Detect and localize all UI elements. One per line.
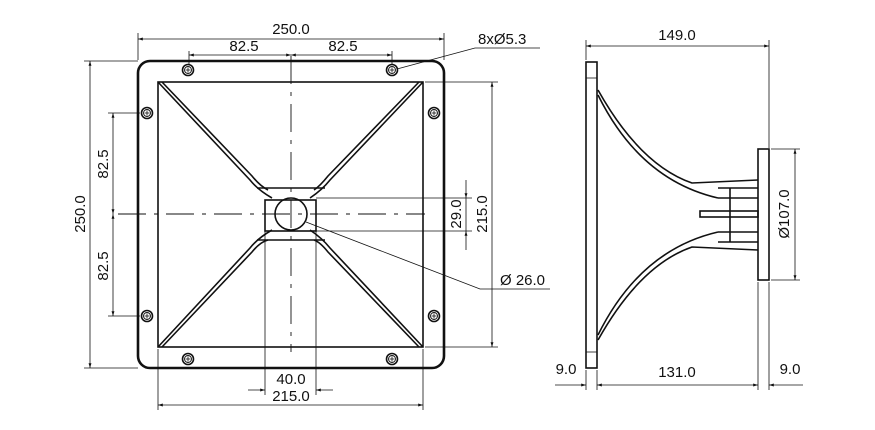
mounting-holes xyxy=(140,63,441,366)
mounting-hole-icon xyxy=(140,309,154,323)
throat-square xyxy=(264,199,317,232)
dim-rear-plate-thickness: 9.0 xyxy=(780,361,801,378)
hole-callout: 8xØ5.3 xyxy=(478,31,526,48)
dim-overall-depth: 149.0 xyxy=(658,27,696,44)
side-view: 149.0 Ø107.0 9.0 131.0 9.0 xyxy=(555,27,803,390)
dim-hole-spacing-upper: 82.5 xyxy=(95,149,112,178)
mounting-hole-icon xyxy=(427,106,441,120)
rear-plate xyxy=(757,148,770,281)
mounting-hole-icon xyxy=(140,106,154,120)
dim-hole-spacing-left: 82.5 xyxy=(229,38,258,55)
dim-overall-height: 250.0 xyxy=(72,195,89,233)
mounting-hole-icon xyxy=(427,309,441,323)
dim-throat-width: 40.0 xyxy=(276,371,305,388)
dim-flange-thickness: 9.0 xyxy=(556,361,577,378)
front-flange xyxy=(585,61,598,369)
horn-walls xyxy=(157,81,424,348)
mounting-hole-icon xyxy=(181,352,195,366)
mounting-hole-icon xyxy=(385,63,399,77)
front-view: 250.0 82.5 82.5 8xØ5.3 250.0 82.5 82.5 2… xyxy=(72,21,550,410)
dim-mouth-width: 215.0 xyxy=(272,388,310,405)
dim-horn-length: 131.0 xyxy=(658,364,696,381)
horn-profile xyxy=(597,89,759,341)
dim-throat-height: 29.0 xyxy=(448,199,465,228)
dim-overall-width: 250.0 xyxy=(272,21,310,38)
dim-throat-diameter: Ø 26.0 xyxy=(500,272,545,289)
dim-hole-spacing-right: 82.5 xyxy=(328,38,357,55)
dim-rear-diameter: Ø107.0 xyxy=(776,189,793,238)
mouth-square xyxy=(157,81,424,348)
dim-hole-spacing-lower: 82.5 xyxy=(95,251,112,280)
dim-mouth-height: 215.0 xyxy=(474,195,491,233)
mounting-hole-icon xyxy=(181,63,195,77)
mounting-hole-icon xyxy=(385,352,399,366)
